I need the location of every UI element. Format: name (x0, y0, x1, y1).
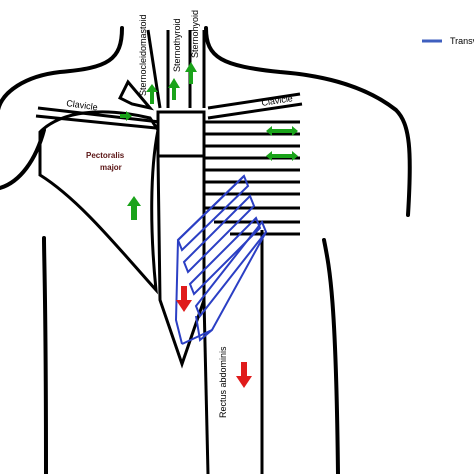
manubrium (156, 110, 206, 158)
clavicle-right-bottom (207, 102, 303, 120)
legend-label: Transv (450, 36, 474, 46)
neck-muscles (146, 29, 206, 109)
label-clavicle-left: Clavicle (66, 98, 99, 112)
left-shoulder-line (0, 26, 124, 111)
legend: Transv (422, 36, 474, 46)
clavicles (35, 92, 303, 130)
label-clavicle-right: Clavicle (261, 93, 294, 108)
clavicle-right-top (207, 92, 301, 110)
arrows (120, 62, 298, 388)
arrow-sternum-down (176, 286, 192, 312)
arrow-rectus-down (236, 362, 252, 388)
label-sternocleidomastoid: Sternocleidomastoid (138, 14, 148, 96)
right-flank-line (322, 238, 340, 474)
arrow-clavicle-right (120, 111, 132, 121)
clavicle-left-top (37, 106, 161, 124)
sternum-body (156, 154, 206, 369)
pectoralis-major-outline (38, 110, 160, 295)
arrow-sternothyroid-up (168, 78, 180, 100)
rectus-abdominis (202, 230, 264, 474)
label-rectus-abdominis: Rectus abdominis (218, 346, 228, 418)
label-pectoralis-major: Pectoralis major (86, 151, 126, 172)
transversus-thoracis (174, 174, 268, 345)
label-sternohyoid: Sternohyoid (190, 10, 200, 58)
label-sternothyroid: Sternothyroid (172, 18, 182, 72)
arrow-sternocleidomastoid-up (146, 84, 158, 104)
right-shoulder-line (204, 26, 412, 217)
torso-outline (0, 26, 412, 474)
left-arm-line (0, 128, 46, 190)
arrow-pectoralis-up (127, 196, 141, 220)
label-pectoralis-line1: Pectoralis (86, 151, 125, 160)
left-flank-line (42, 236, 48, 474)
sternocleidomastoid-shape (117, 79, 155, 111)
clavicle-left-bottom (35, 114, 157, 130)
arrow-sternohyoid-up (185, 62, 197, 84)
arrow-ribs-lower (266, 151, 298, 161)
arrow-ribs-upper (266, 126, 298, 136)
label-pectoralis-line2: major (100, 163, 122, 172)
rib-lines (204, 120, 300, 236)
